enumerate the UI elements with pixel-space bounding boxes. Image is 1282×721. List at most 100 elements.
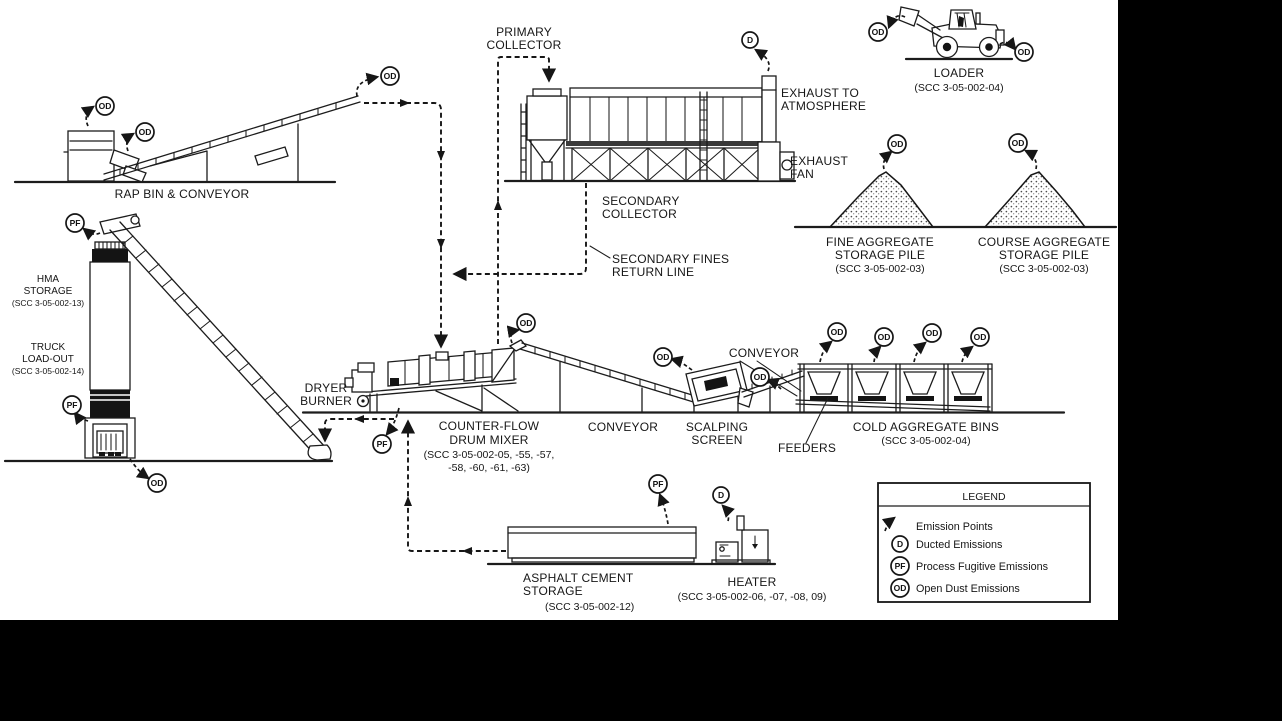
incline-conveyor bbox=[519, 342, 703, 413]
svg-text:OD: OD bbox=[974, 332, 987, 342]
primary-collector-label: PRIMARY bbox=[496, 25, 552, 39]
secondary-collector-label: SECONDARY bbox=[602, 194, 680, 208]
ducted-emission-heater: D bbox=[712, 486, 730, 504]
svg-text:OD: OD bbox=[657, 352, 670, 362]
svg-text:OD: OD bbox=[872, 27, 885, 37]
svg-text:-58, -60, -61, -63): -58, -60, -61, -63) bbox=[448, 462, 530, 474]
svg-text:D: D bbox=[897, 539, 903, 549]
legend-row-label: Process Fugitive Emissions bbox=[916, 561, 1049, 573]
dryer-burner-unit bbox=[351, 369, 373, 393]
svg-text:PF: PF bbox=[67, 400, 78, 410]
svg-text:OD: OD bbox=[831, 327, 844, 337]
pf-emission-silo-top: PF bbox=[65, 213, 85, 233]
svg-text:STORAGE: STORAGE bbox=[523, 584, 583, 598]
od-emission-loadout-ground: OD bbox=[147, 473, 167, 493]
secondary-fines-return-label: SECONDARY FINES bbox=[612, 252, 729, 266]
svg-text:OD: OD bbox=[891, 139, 904, 149]
fine-pile-label: FINE AGGREGATE bbox=[826, 235, 934, 249]
scalping-screen-label: SCALPING bbox=[686, 420, 748, 434]
asphalt-storage-label: ASPHALT CEMENT bbox=[523, 571, 634, 585]
truck-loadout-label: TRUCK bbox=[31, 342, 66, 353]
od-emission-screen-right: OD bbox=[750, 367, 770, 387]
svg-text:OD: OD bbox=[99, 101, 112, 111]
scalping-screen bbox=[685, 361, 754, 413]
pf-emission-truck-loadout: PF bbox=[62, 395, 82, 415]
rap-bin-label: RAP BIN & CONVEYOR bbox=[115, 187, 250, 201]
svg-text:OD: OD bbox=[1012, 138, 1025, 148]
drag-conveyor-head bbox=[99, 213, 141, 235]
fine-aggregate-pile bbox=[828, 171, 935, 228]
ducted-emissions-icon: D bbox=[891, 535, 909, 553]
svg-text:COLLECTOR: COLLECTOR bbox=[487, 38, 562, 52]
od-emission-loader-rear: OD bbox=[1014, 42, 1034, 62]
exhaust-duct-line bbox=[497, 56, 557, 344]
heater-unit bbox=[711, 515, 771, 565]
svg-text:RETURN LINE: RETURN LINE bbox=[612, 265, 694, 279]
svg-text:COLLECTOR: COLLECTOR bbox=[602, 207, 677, 221]
svg-text:(SCC 3-05-002-03): (SCC 3-05-002-03) bbox=[999, 263, 1088, 275]
svg-text:PF: PF bbox=[895, 561, 906, 571]
od-emission-mixer-transfer: OD bbox=[516, 313, 536, 333]
exhaust-fan-label: EXHAUST bbox=[790, 154, 849, 168]
cold-bins-label: COLD AGGREGATE BINS bbox=[853, 420, 999, 434]
svg-text:PF: PF bbox=[653, 479, 664, 489]
svg-text:OD: OD bbox=[1018, 47, 1031, 57]
od-emission-fine-pile: OD bbox=[887, 134, 907, 154]
svg-text:(SCC 3-05-002-06, -07, -08, 09: (SCC 3-05-002-06, -07, -08, 09) bbox=[678, 591, 827, 603]
feeders-label: FEEDERS bbox=[778, 441, 836, 455]
emission-arrows bbox=[73, 14, 1039, 525]
svg-text:LOAD-OUT: LOAD-OUT bbox=[22, 354, 74, 365]
od-emission-rap-conveyor: OD bbox=[380, 66, 400, 86]
primary-collector-vessel bbox=[526, 95, 568, 141]
od-emission-rap-feeder: OD bbox=[135, 122, 155, 142]
pf-emission-dryer: PF bbox=[372, 434, 392, 454]
drum-mixer-label: COUNTER-FLOW bbox=[439, 419, 540, 433]
loader-label: LOADER bbox=[934, 66, 985, 80]
svg-text:D: D bbox=[747, 35, 753, 45]
od-emission-bin-4: OD bbox=[970, 327, 990, 347]
svg-text:PF: PF bbox=[70, 218, 81, 228]
flow-lines bbox=[317, 56, 587, 555]
hma-storage-label: HMA bbox=[37, 274, 60, 285]
emission-points: OD OD OD D OD OD OD OD PF PF OD OD OD OD… bbox=[62, 22, 1034, 504]
svg-text:PF: PF bbox=[377, 439, 388, 449]
od-emission-bin-2: OD bbox=[874, 327, 894, 347]
conveyor-mid-label: CONVEYOR bbox=[588, 420, 658, 434]
front-end-loader bbox=[898, 6, 1005, 59]
emission-points-icon bbox=[881, 516, 896, 532]
od-emission-bin-1: OD bbox=[827, 322, 847, 342]
heater-label: HEATER bbox=[728, 575, 777, 589]
svg-text:(SCC 3-05-002-12): (SCC 3-05-002-12) bbox=[545, 601, 634, 613]
collector-assembly bbox=[520, 75, 795, 182]
svg-text:OD: OD bbox=[384, 71, 397, 81]
rap-feed-line bbox=[364, 102, 449, 349]
svg-text:ATMOSPHERE: ATMOSPHERE bbox=[781, 99, 866, 113]
svg-text:OD: OD bbox=[894, 583, 907, 593]
svg-text:OD: OD bbox=[139, 127, 152, 137]
asphalt-cement-storage-tank bbox=[507, 526, 697, 563]
od-emission-rap-bin: OD bbox=[95, 96, 115, 116]
svg-text:FAN: FAN bbox=[790, 167, 814, 181]
svg-text:OD: OD bbox=[926, 328, 939, 338]
drum-feed-inlet bbox=[435, 351, 449, 361]
svg-text:DRUM MIXER: DRUM MIXER bbox=[449, 433, 528, 447]
svg-text:STORAGE PILE: STORAGE PILE bbox=[999, 248, 1089, 262]
drag-conveyor-foot bbox=[307, 444, 332, 461]
svg-text:OD: OD bbox=[151, 478, 164, 488]
legend-row-label: Emission Points bbox=[916, 521, 993, 533]
svg-text:OD: OD bbox=[754, 372, 767, 382]
ducted-emission-stack: D bbox=[741, 31, 759, 49]
od-emission-course-pile: OD bbox=[1008, 133, 1028, 153]
svg-text:(SCC 3-05-002-05, -55, -57,: (SCC 3-05-002-05, -55, -57, bbox=[424, 449, 555, 461]
secondary-fines-return-line bbox=[452, 183, 587, 282]
collecting-conveyor bbox=[795, 399, 991, 412]
legend: LEGEND Emission Points D Ducted Emission… bbox=[877, 482, 1091, 603]
od-emission-screen-left: OD bbox=[653, 347, 673, 367]
svg-text:STORAGE: STORAGE bbox=[24, 286, 73, 297]
aggregate-storage-piles bbox=[828, 171, 1087, 228]
od-emission-loader-bucket: OD bbox=[868, 22, 888, 42]
legend-row-label: Open Dust Emissions bbox=[916, 583, 1020, 595]
svg-text:SCREEN: SCREEN bbox=[691, 433, 742, 447]
